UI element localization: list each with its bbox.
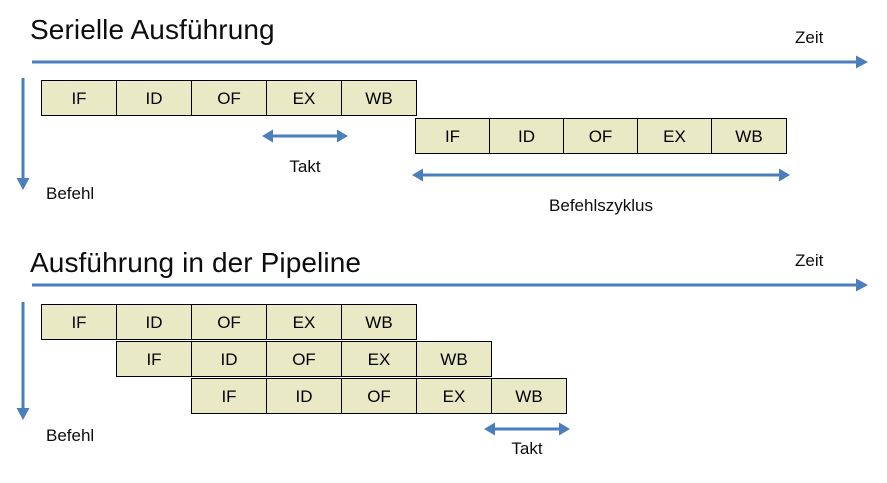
pipeline-row1-stage-of: OF	[191, 304, 267, 340]
pipeline-row1-stage-if: IF	[41, 304, 117, 340]
serial-instruction-axis-arrow	[16, 78, 30, 190]
serial-row1-stage-if: IF	[41, 80, 117, 116]
pipeline-row3-stage-wb: WB	[491, 378, 567, 414]
serial-row2-stage-wb: WB	[711, 118, 787, 154]
serial-row2-stage-if: IF	[415, 118, 490, 154]
pipeline-row1-stage-id: ID	[116, 304, 192, 340]
pipeline-row3-stage-if: IF	[191, 378, 267, 414]
serial-takt-arrow	[262, 129, 348, 143]
serial-row2-stage-id: ID	[489, 118, 564, 154]
pipeline-row2-stage-ex: EX	[341, 341, 417, 377]
serial-row1-stage-id: ID	[116, 80, 192, 116]
serial-instruction-axis-label: Befehl	[46, 184, 95, 203]
pipeline-takt-label: Takt	[511, 439, 543, 458]
serial-time-axis-arrow	[32, 55, 868, 69]
serial-time-axis-label: Zeit	[795, 28, 824, 47]
pipeline-time-axis-label: Zeit	[795, 251, 824, 270]
pipeline-row1-stage-ex: EX	[266, 304, 342, 340]
pipeline-row2-stage-of: OF	[266, 341, 342, 377]
serial-row1-stage-ex: EX	[266, 80, 342, 116]
pipeline-instruction-axis-arrow	[16, 302, 30, 420]
pipeline-row3-stage-ex: EX	[416, 378, 492, 414]
pipeline-row1-stage-wb: WB	[341, 304, 417, 340]
serial-befehlszyklus-label: Befehlszyklus	[549, 196, 653, 215]
serial-befehlszyklus-arrow	[412, 168, 790, 182]
pipeline-time-axis-arrow	[32, 278, 868, 292]
serial-row1-stage-wb: WB	[341, 80, 417, 116]
pipeline-instruction-axis-label: Befehl	[46, 426, 95, 445]
pipeline-takt-arrow	[484, 422, 570, 436]
serial-takt-label: Takt	[289, 157, 321, 176]
pipeline-row3-stage-id: ID	[266, 378, 342, 414]
serial-row2-stage-ex: EX	[637, 118, 712, 154]
serial-section-title: Serielle Ausführung	[30, 14, 275, 45]
pipeline-row2-stage-if: IF	[116, 341, 192, 377]
pipeline-row2-stage-id: ID	[191, 341, 267, 377]
serial-row2-stage-of: OF	[563, 118, 638, 154]
serial-row1-stage-of: OF	[191, 80, 267, 116]
pipeline-row2-stage-wb: WB	[416, 341, 492, 377]
pipeline-row3-stage-of: OF	[341, 378, 417, 414]
pipeline-section-title: Ausführung in der Pipeline	[30, 247, 362, 278]
